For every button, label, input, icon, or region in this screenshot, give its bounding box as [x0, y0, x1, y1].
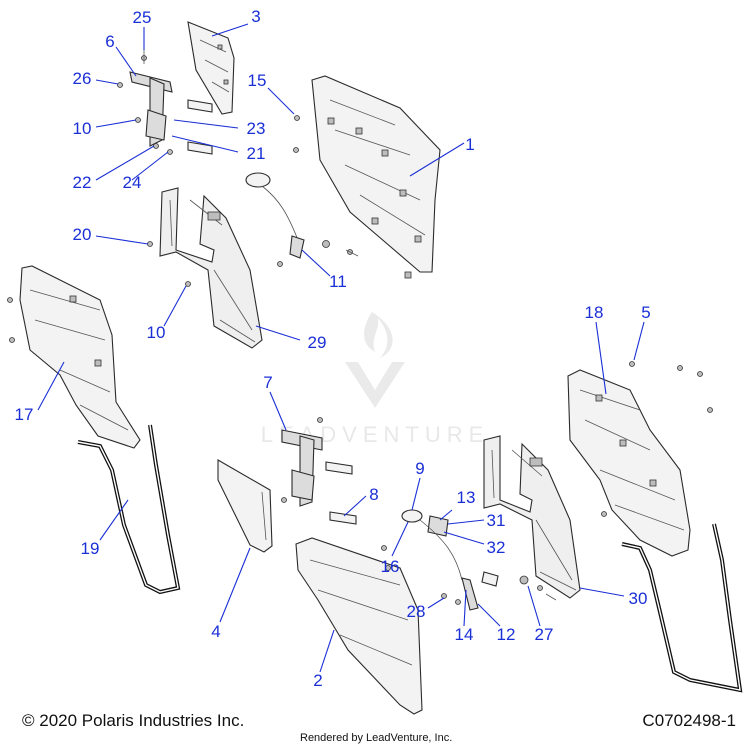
callout-label: 9: [415, 459, 424, 478]
callout-label: 8: [369, 485, 378, 504]
callout-label: 10: [147, 323, 166, 342]
door-panel-upper-right: [311, 75, 441, 279]
latch-assembly-lower: [381, 509, 499, 611]
callout-label: 23: [247, 119, 266, 138]
callout-label: 32: [487, 538, 506, 557]
door-seal-right: [621, 523, 743, 693]
callout-label: 27: [535, 625, 554, 644]
callout-label: 11: [329, 272, 347, 291]
trim-panel-lower: [217, 459, 273, 553]
striker-hardware: [519, 575, 557, 601]
callout-label: 7: [263, 373, 272, 392]
door-panel-left: [7, 265, 141, 449]
callout-label: 25: [133, 8, 152, 27]
callout-label: 15: [248, 71, 267, 90]
callout-label: 13: [457, 488, 476, 507]
callout-label: 6: [105, 32, 114, 51]
trim-panel-upper: [187, 21, 235, 115]
latch-assembly-upper: [245, 172, 359, 267]
door-frame-upper: [147, 187, 263, 349]
callout-label: 14: [455, 625, 474, 644]
callout-label: 19: [81, 539, 100, 558]
callout-label: 16: [381, 557, 400, 576]
callout-labels: 25 3 6 26 15 1 10 23 21 22 24 20 11 10 2…: [15, 7, 651, 690]
callout-label: 24: [123, 173, 142, 192]
callout-label: 26: [73, 69, 92, 88]
callout-label: 17: [15, 405, 34, 424]
callout-label: 31: [487, 511, 506, 530]
leader-lines: [37, 23, 645, 673]
callout-label: 29: [308, 333, 327, 352]
door-panel-right: [567, 361, 713, 557]
door-seal-left: [77, 424, 181, 595]
flame-logo-icon: [364, 312, 393, 358]
callout-label: 30: [629, 589, 648, 608]
door-frame-lower-rear: [483, 435, 581, 599]
leadventure-watermark: LEADVENTURE: [261, 312, 483, 447]
chevron-logo-icon: [345, 362, 405, 408]
callout-label: 1: [465, 135, 474, 154]
callout-label: 28: [407, 602, 426, 621]
callout-label: 12: [497, 625, 516, 644]
callout-label: 18: [585, 303, 604, 322]
callout-label: 3: [251, 7, 260, 26]
hinge-bracket-upper: [117, 50, 300, 155]
door-panel-lower-front: [295, 537, 423, 715]
rendered-by-credit: Rendered by LeadVenture, Inc.: [300, 732, 453, 744]
hinge-bracket-lower: [281, 417, 357, 525]
callout-label: 5: [641, 303, 650, 322]
callout-label: 22: [73, 173, 92, 192]
copyright-notice: © 2020 Polaris Industries Inc.: [22, 711, 245, 730]
callout-label: 21: [247, 144, 266, 163]
callout-label: 4: [211, 622, 220, 641]
callout-label: 10: [73, 119, 92, 138]
callout-label: 2: [313, 671, 322, 690]
figure-id: C0702498-1: [642, 711, 736, 730]
callout-label: 20: [73, 225, 92, 244]
